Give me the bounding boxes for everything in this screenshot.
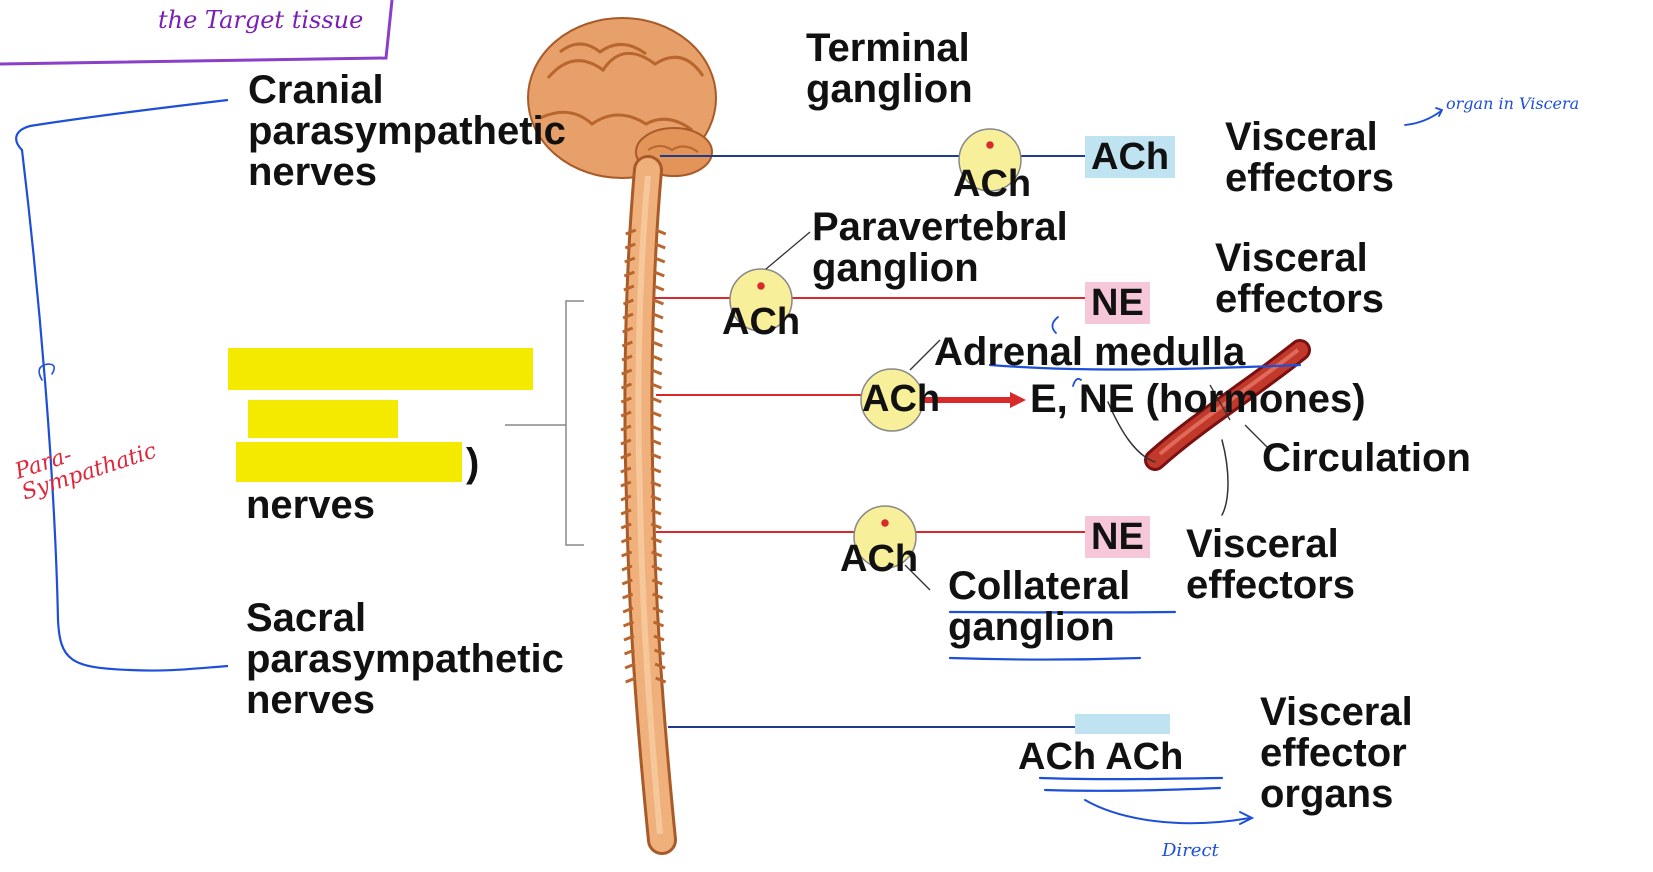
organ-in-viscera-note: organ in Viscera	[1446, 94, 1579, 113]
redaction-block-3	[236, 442, 462, 482]
redaction-block-2	[248, 400, 398, 438]
ach-sacral-pair: ACh ACh	[1018, 736, 1183, 778]
note-top-text: the Target tissue	[158, 6, 363, 34]
visceral-effectors-2: Visceral effectors	[1215, 238, 1384, 320]
visceral-effectors-3: Visceral effectors	[1186, 524, 1355, 606]
ach-collateral: ACh	[840, 538, 918, 580]
hormones-label: E, NE (hormones)	[1030, 379, 1366, 419]
sacral-parasympathetic-label: Sacral parasympathetic nerves	[246, 598, 564, 721]
paravertebral-ganglion-label: Paravertebral ganglion	[812, 207, 1068, 289]
ach-terminal-ganglion: ACh	[953, 163, 1031, 205]
sacral-target-highlight	[1075, 714, 1170, 734]
visceral-effectors-1: Visceral effectors	[1225, 117, 1394, 199]
circulation-label: Circulation	[1262, 438, 1471, 478]
parasympathetic-bracket	[16, 100, 228, 671]
sympathetic-paren: )	[466, 443, 479, 483]
collateral-ganglion-label: Collateral ganglion	[948, 566, 1130, 648]
ach-terminal-target: ACh	[1085, 136, 1175, 178]
cranial-parasympathetic-label: Cranial parasympathetic nerves	[248, 70, 566, 193]
visceral-effector-organs: Visceral effector organs	[1260, 692, 1413, 815]
ach-adrenal: ACh	[862, 378, 940, 420]
sympathetic-nerves-label: nerves	[246, 485, 375, 525]
spinal-cord	[621, 170, 666, 840]
ne-collateral-target: NE	[1085, 516, 1150, 558]
ne-paravertebral-target: NE	[1085, 282, 1150, 324]
sympathetic-bracket	[505, 301, 584, 545]
direct-note: Direct	[1162, 840, 1219, 861]
redaction-block-1	[228, 348, 533, 390]
terminal-ganglion-label: Terminal ganglion	[806, 28, 973, 110]
adrenal-medulla-label: Adrenal medulla	[934, 332, 1245, 372]
ach-paravertebral: ACh	[722, 301, 800, 343]
